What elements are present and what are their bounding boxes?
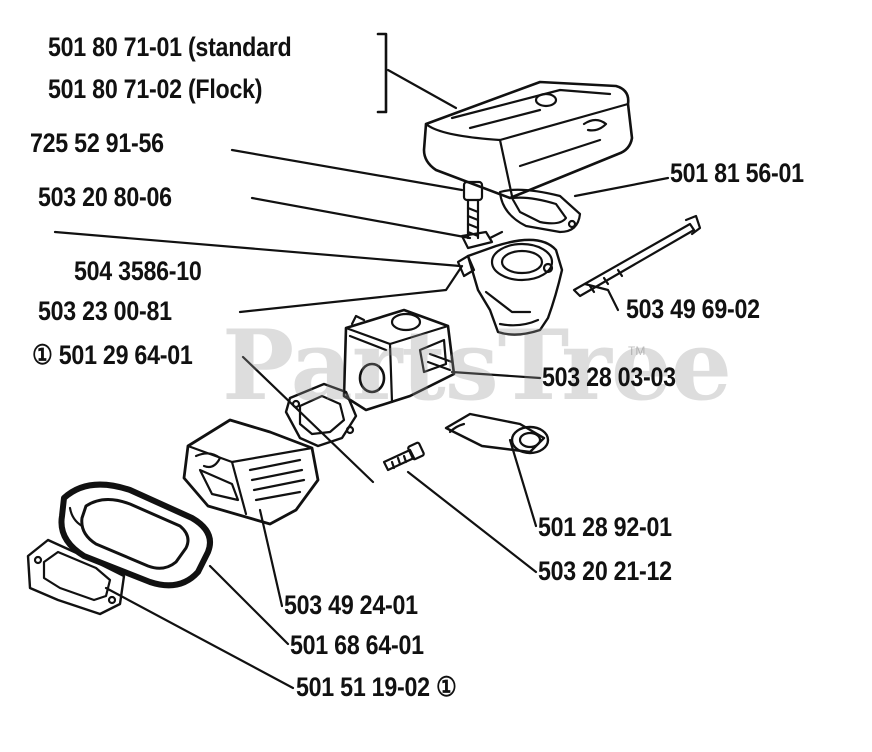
- leader-intake-gasket: [241, 355, 375, 484]
- leader-bolt: [406, 470, 538, 574]
- label-rubber-boot: 501 68 64-01: [290, 630, 424, 660]
- label-bolt: 503 20 21-12: [538, 556, 672, 586]
- top-gasket: [498, 188, 582, 234]
- label-screw-top: 725 52 91-56: [30, 128, 164, 158]
- top-screw: [462, 180, 484, 240]
- leader-bracket-b: [238, 264, 464, 314]
- leader-carburetor: [450, 370, 542, 380]
- flange-gasket: [26, 538, 126, 616]
- label-bracket-b: 503 23 00-81: [38, 296, 172, 326]
- label-intake-adapter: 503 49 24-01: [284, 590, 418, 620]
- label-fuel-filter: 501 28 92-01: [538, 512, 672, 542]
- leader-air-filter: [386, 68, 458, 110]
- circled-one-marker: ①: [32, 340, 53, 370]
- intake-adapter-block: [182, 418, 320, 526]
- label-air-filter-flock: 501 80 71-02 (Flock): [48, 74, 263, 104]
- leader-gasket-top: [573, 176, 670, 198]
- air-filter-cover: [422, 80, 634, 200]
- label-flange-gasket: 501 51 19-02: [296, 672, 430, 702]
- carburetor-body: [342, 308, 456, 412]
- label-air-filter-standard: 501 80 71-01 (standard: [48, 32, 292, 62]
- leader-intake-adapter: [258, 508, 284, 608]
- label-bracket-a: 504 3586-10: [74, 256, 202, 286]
- leader-washer: [250, 196, 472, 240]
- label-flange-gasket-row: 501 51 19-02 ①: [296, 674, 457, 701]
- label-intake-gasket: 501 29 64-01: [58, 340, 193, 370]
- intake-gasket: [284, 382, 358, 448]
- washer-nut: [460, 230, 504, 250]
- label-washer: 503 20 80-06: [38, 182, 172, 212]
- label-long-rod: 503 49 69-02: [626, 294, 760, 324]
- label-bracket: [376, 32, 388, 114]
- leader-rubber-boot: [208, 564, 290, 646]
- label-gasket-top: 501 81 56-01: [670, 158, 804, 188]
- long-rod: [572, 214, 702, 298]
- adapter-bracket: [456, 238, 564, 336]
- label-carburetor: 503 28 03-03: [542, 362, 676, 392]
- leader-long-rod: [583, 282, 620, 312]
- trademark-mark: TM: [628, 344, 646, 358]
- bolt: [382, 441, 425, 472]
- leader-screw-top: [230, 148, 464, 192]
- leader-bracket-a: [53, 230, 462, 268]
- rubber-boot: [58, 481, 213, 589]
- leader-flange-gasket: [104, 586, 295, 690]
- leader-fuel-filter: [508, 438, 538, 528]
- circled-one-marker: ①: [435, 672, 457, 702]
- fuel-filter: [444, 412, 550, 455]
- label-intake-gasket-row: ① 501 29 64-01: [32, 342, 193, 369]
